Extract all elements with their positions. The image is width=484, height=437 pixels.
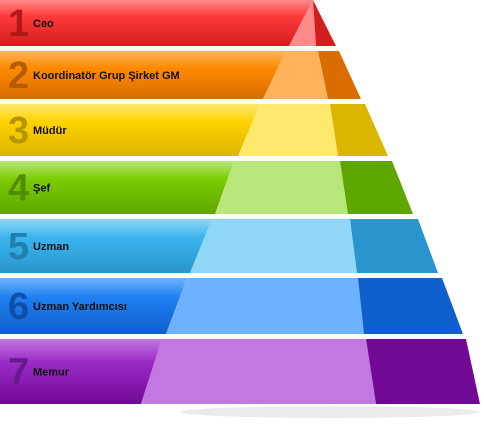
- level-4: 4 Şef: [0, 161, 413, 214]
- level-6: 6 Uzman Yardımcısı: [0, 278, 463, 334]
- level-3-front-face: [238, 104, 338, 156]
- level-1: 1 Ceo: [0, 0, 336, 46]
- level-6-banner: [0, 278, 187, 334]
- level-1-banner: [0, 0, 313, 46]
- level-5-front-face: [190, 219, 357, 273]
- level-6-number: 6: [8, 286, 29, 328]
- level-3-number: 3: [8, 110, 29, 152]
- level-2-label: Koordinatör Grup Şirket GM: [33, 70, 180, 82]
- level-4-banner: [0, 161, 234, 214]
- level-3-side-face: [330, 104, 388, 156]
- level-7-banner: [0, 339, 162, 404]
- level-4-front-face: [215, 161, 348, 214]
- level-6-side-face: [358, 278, 463, 334]
- level-3-label: Müdür: [33, 125, 67, 137]
- level-5-number: 5: [8, 226, 29, 268]
- level-7-label: Memur: [33, 367, 70, 379]
- level-2-banner: [0, 51, 286, 99]
- level-7-front-face: [141, 339, 376, 404]
- level-2-number: 2: [8, 55, 29, 97]
- level-1-number: 1: [8, 3, 29, 45]
- level-5-banner: [0, 219, 212, 273]
- level-2: 2 Koordinatör Grup Şirket GM: [0, 51, 361, 99]
- level-2-front-face: [263, 51, 328, 99]
- level-1-side-face: [313, 0, 336, 46]
- level-6-front-face: [166, 278, 364, 334]
- level-2-side-face: [318, 51, 361, 99]
- level-4-side-face: [340, 161, 413, 214]
- level-1-label: Ceo: [33, 18, 54, 30]
- level-4-number: 4: [8, 168, 29, 210]
- level-7-side-face: [366, 339, 480, 404]
- level-1-front-face: [289, 0, 316, 46]
- level-3: 3 Müdür: [0, 104, 388, 156]
- level-7: 7 Memur: [0, 339, 480, 404]
- level-3-banner: [0, 104, 260, 156]
- level-5-side-face: [350, 219, 438, 273]
- level-4-label: Şef: [33, 183, 50, 195]
- level-5: 5 Uzman: [0, 219, 438, 273]
- level-5-label: Uzman: [33, 241, 69, 253]
- level-6-label: Uzman Yardımcısı: [33, 301, 127, 313]
- level-7-number: 7: [8, 352, 29, 394]
- pyramid-shadow: [180, 406, 480, 418]
